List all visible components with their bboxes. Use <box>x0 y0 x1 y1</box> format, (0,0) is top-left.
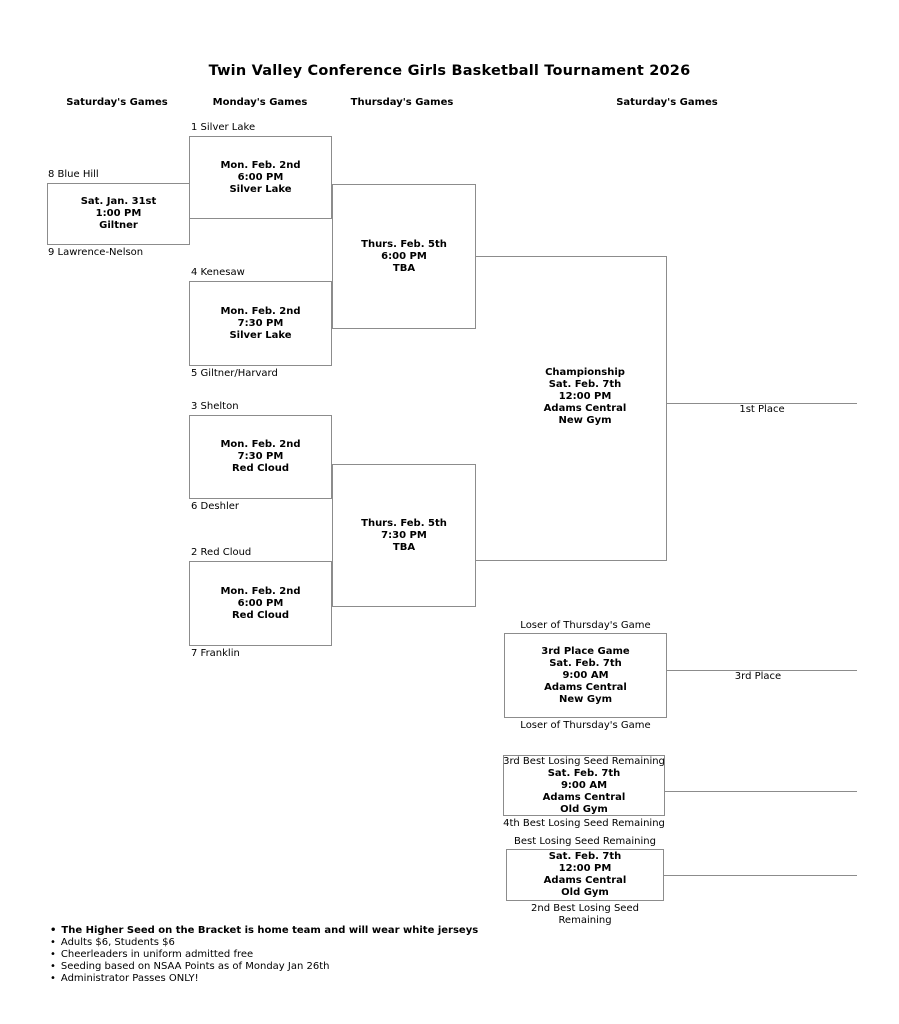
game-box-saturday-opener: Sat. Jan. 31st 1:00 PM Giltner <box>47 183 190 245</box>
game-date: Mon. Feb. 2nd <box>220 305 301 317</box>
championship-game-info: Championship Sat. Feb. 7th 12:00 PM Adam… <box>495 367 675 427</box>
bullet-icon: • <box>50 937 56 949</box>
bracket-connector-semifinal2-winner <box>476 560 666 561</box>
game-venue: Silver Lake <box>229 183 292 195</box>
game-name: 3rd Place Game <box>541 645 630 657</box>
column-header-monday: Monday's Games <box>212 97 308 108</box>
game-time: 12:00 PM <box>558 863 612 874</box>
game-box-consolation-b: Sat. Feb. 7th 12:00 PM Adams Central Old… <box>506 849 664 901</box>
game-box-monday-2: Mon. Feb. 2nd 7:30 PM Silver Lake <box>189 281 332 366</box>
team-label-best-seed: Best Losing Seed Remaining <box>514 836 656 847</box>
game-date: Sat. Jan. 31st <box>80 196 157 207</box>
note-text: Seeding based on NSAA Points as of Monda… <box>60 961 330 973</box>
game-date: Mon. Feb. 2nd <box>220 439 301 450</box>
bullet-icon: • <box>50 961 56 973</box>
team-label-giltner-harvard: 5 Giltner/Harvard <box>191 368 278 379</box>
game-time: 12:00 PM <box>558 391 612 402</box>
game-venue: Red Cloud <box>231 463 290 474</box>
game-box-monday-4: Mon. Feb. 2nd 6:00 PM Red Cloud <box>189 561 332 646</box>
team-label-lawrence-nelson: 9 Lawrence-Nelson <box>48 247 144 258</box>
note-admission: • Adults $6, Students $6 <box>50 937 478 949</box>
team-label-blue-hill: 8 Blue Hill <box>48 169 99 180</box>
column-header-saturday-finals: Saturday's Games <box>616 97 718 108</box>
team-label-shelton: 3 Shelton <box>191 401 239 412</box>
team-label-thursday-loser-top: Loser of Thursday's Game <box>520 620 651 631</box>
game-box-consolation-a: 3rd Best Losing Seed Remaining Sat. Feb.… <box>503 755 665 816</box>
game-time: 6:00 PM <box>237 597 284 609</box>
note-passes: • Administrator Passes ONLY! <box>50 973 478 985</box>
game-date: Thurs. Feb. 5th <box>361 517 447 529</box>
team-label-3rd-best-seed: 3rd Best Losing Seed Remaining <box>503 756 665 767</box>
game-gym: Old Gym <box>561 887 609 898</box>
note-cheerleaders: • Cheerleaders in uniform admitted free <box>50 949 478 961</box>
note-seeding: • Seeding based on NSAA Points as of Mond… <box>50 961 478 973</box>
game-box-thursday-1: Thurs. Feb. 5th 6:00 PM TBA <box>332 184 476 329</box>
bullet-icon: • <box>50 973 56 985</box>
team-label-thursday-loser-bottom: Loser of Thursday's Game <box>520 720 651 731</box>
bullet-icon: • <box>50 949 56 961</box>
game-name: Championship <box>545 367 625 378</box>
team-label-silver-lake: 1 Silver Lake <box>191 122 256 133</box>
game-date: Mon. Feb. 2nd <box>220 159 301 171</box>
game-venue: TBA <box>392 262 416 274</box>
team-label-kenesaw: 4 Kenesaw <box>191 267 245 278</box>
game-box-third-place: 3rd Place Game Sat. Feb. 7th 9:00 AM Ada… <box>504 633 667 718</box>
team-label-deshler: 6 Deshler <box>191 501 239 512</box>
game-date: Sat. Feb. 7th <box>548 379 622 390</box>
game-venue: Adams Central <box>543 875 627 886</box>
bracket-line-consolation-a-winner <box>665 791 857 792</box>
team-label-4th-best-seed: 4th Best Losing Seed Remaining <box>503 818 665 829</box>
game-venue: Adams Central <box>543 403 627 414</box>
game-time: 9:00 AM <box>562 669 609 681</box>
game-box-thursday-2: Thurs. Feb. 5th 7:30 PM TBA <box>332 464 476 607</box>
column-header-thursday: Thursday's Games <box>350 97 454 108</box>
game-time: 6:00 PM <box>381 250 427 262</box>
game-venue: Adams Central <box>544 681 627 693</box>
game-date: Sat. Feb. 7th <box>549 657 622 669</box>
team-label-2nd-best-seed: 2nd Best Losing Seed Remaining <box>531 903 639 926</box>
game-date: Sat. Feb. 7th <box>547 768 621 779</box>
game-time: 7:30 PM <box>237 317 284 329</box>
bullet-icon: • <box>50 925 57 936</box>
note-text: Cheerleaders in uniform admitted free <box>60 949 254 961</box>
bracket-line-third-place <box>667 670 857 671</box>
game-time: 7:30 PM <box>381 529 427 541</box>
column-header-saturday-round1: Saturday's Games <box>66 97 168 108</box>
game-venue: Red Cloud <box>231 609 290 621</box>
game-time: 6:00 PM <box>237 171 284 183</box>
team-label-red-cloud: 2 Red Cloud <box>191 547 252 558</box>
first-place-label: 1st Place <box>739 404 785 415</box>
game-date: Sat. Feb. 7th <box>548 851 622 862</box>
bracket-connector-semifinal1-winner <box>476 256 666 257</box>
footer-notes: • The Higher Seed on the Bracket is home … <box>50 925 478 985</box>
game-date: Thurs. Feb. 5th <box>361 238 447 250</box>
game-box-monday-1: Mon. Feb. 2nd 6:00 PM Silver Lake <box>189 136 332 219</box>
note-text: Adults $6, Students $6 <box>60 937 175 949</box>
game-time: 7:30 PM <box>237 451 284 462</box>
note-text: Administrator Passes ONLY! <box>60 973 199 985</box>
game-venue: Adams Central <box>542 792 626 803</box>
note-home-team: • The Higher Seed on the Bracket is home … <box>50 925 478 937</box>
game-gym: New Gym <box>558 693 613 705</box>
game-venue: Silver Lake <box>229 329 292 341</box>
bracket-line-first-place <box>666 403 857 404</box>
game-venue: TBA <box>392 541 416 553</box>
note-text: The Higher Seed on the Bracket is home t… <box>61 925 479 936</box>
bracket-connector-final-vertical <box>666 256 667 561</box>
game-gym: Old Gym <box>560 804 608 815</box>
game-gym: New Gym <box>558 415 612 426</box>
game-box-monday-3: Mon. Feb. 2nd 7:30 PM Red Cloud <box>189 415 332 499</box>
game-time: 1:00 PM <box>95 208 142 219</box>
game-venue: Giltner <box>99 220 138 231</box>
page-title: Twin Valley Conference Girls Basketball … <box>208 63 691 79</box>
third-place-label: 3rd Place <box>734 671 782 682</box>
bracket-line-consolation-b-winner <box>664 875 857 876</box>
game-date: Mon. Feb. 2nd <box>220 585 301 597</box>
team-label-franklin: 7 Franklin <box>191 648 240 659</box>
game-time: 9:00 AM <box>560 780 608 791</box>
